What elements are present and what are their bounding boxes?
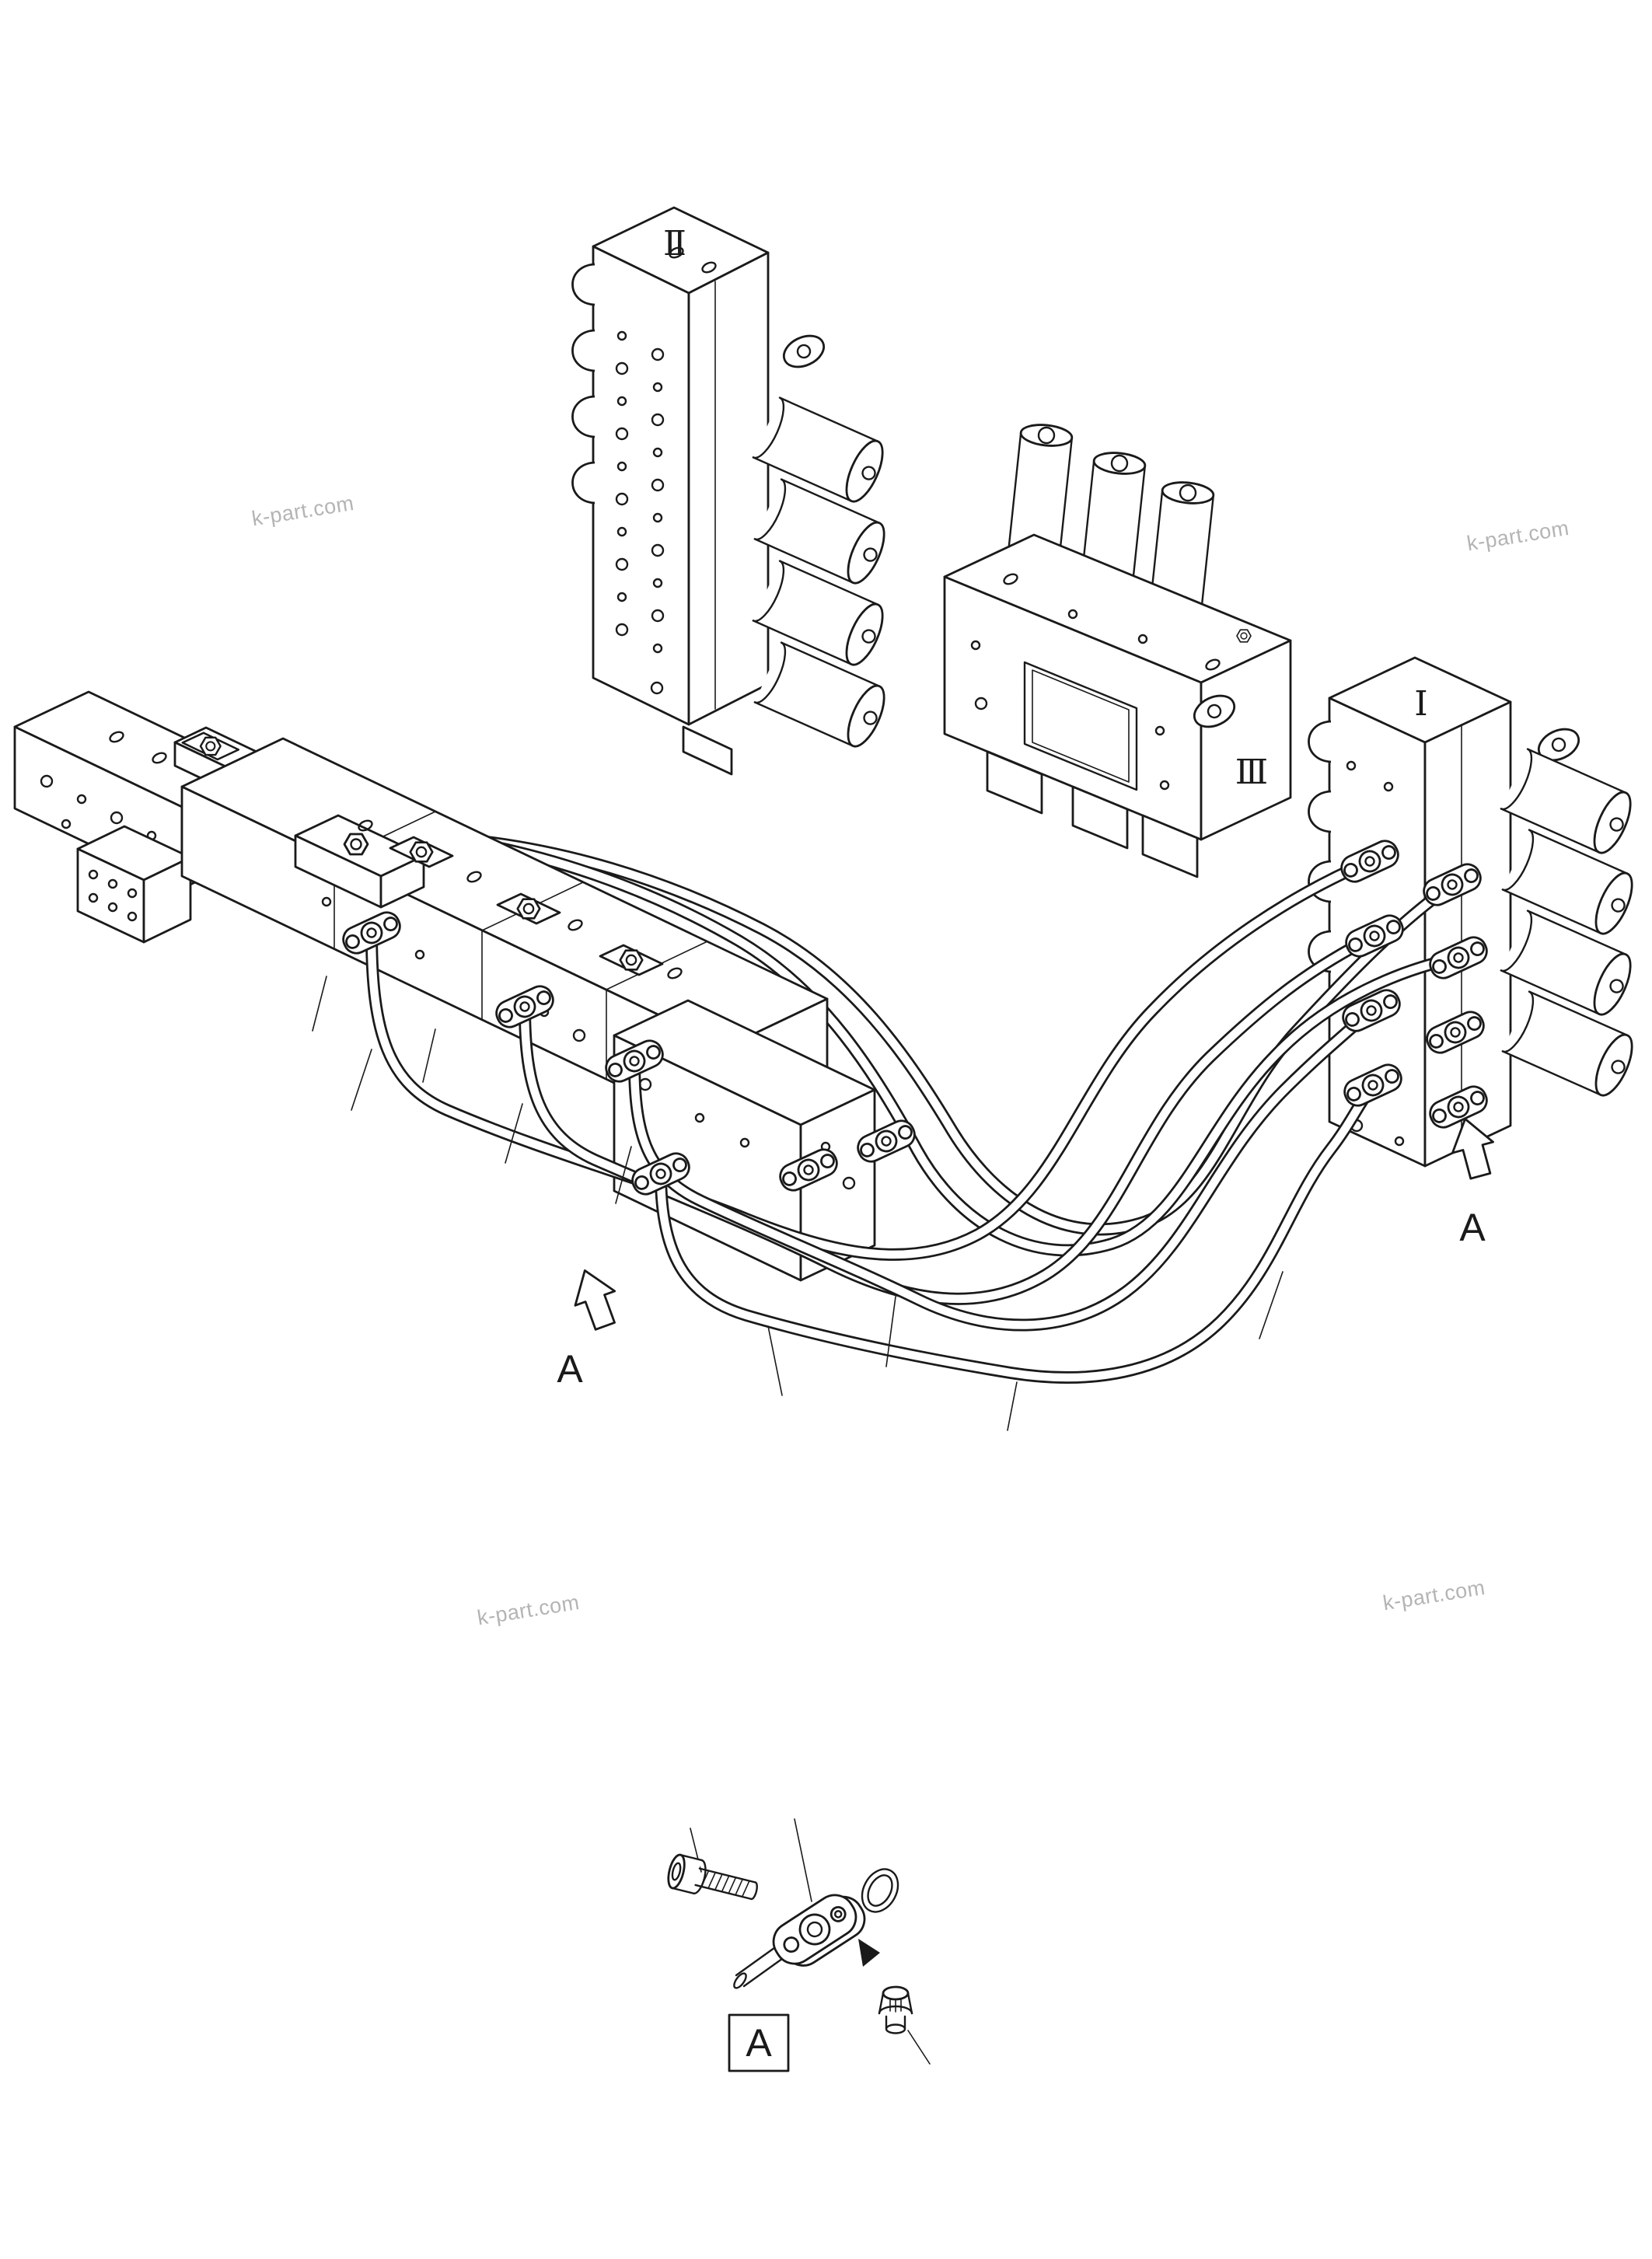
block-2-label: Ⅱ <box>663 224 686 264</box>
leader-line <box>794 1818 812 1902</box>
watermark: k-part.com <box>476 1590 582 1629</box>
nut <box>343 833 369 856</box>
lifting-eye <box>777 328 830 375</box>
view-arrow-left: A <box>557 1262 627 1391</box>
solenoid-cylinder <box>1500 910 1640 1021</box>
detail-plug <box>878 1985 913 2034</box>
detail-flange <box>772 1894 866 1967</box>
port-boss <box>571 263 596 306</box>
leader-line <box>907 2030 931 2065</box>
view-arrow-right: A <box>1444 1112 1502 1249</box>
solenoid-cylinder <box>752 560 892 671</box>
watermark: k-part.com <box>1465 516 1571 555</box>
port-boss <box>1308 720 1332 763</box>
solenoid-cylinder <box>752 396 892 508</box>
bolt <box>1236 629 1252 643</box>
watermark: k-part.com <box>1381 1576 1487 1615</box>
leader-lines <box>312 976 1284 1431</box>
view-arrow-left-label: A <box>557 1347 583 1391</box>
solenoid-cylinder <box>1500 748 1640 859</box>
view-arrow-icon <box>564 1262 627 1335</box>
block-1-label: I <box>1414 684 1427 724</box>
detail-bolt <box>667 1853 758 1901</box>
manifold-assembly <box>13 690 876 1282</box>
solenoid-cylinder <box>1501 990 1641 1102</box>
detail-view-box <box>728 2013 790 2072</box>
view-arrow-right-label: A <box>1459 1206 1486 1249</box>
watermark: k-part.com <box>250 491 356 530</box>
detail-arrow-icon <box>858 1939 880 1967</box>
detail-box-label: A <box>746 2021 772 2065</box>
solenoid-cylinder <box>753 641 893 752</box>
valve-block-2: Ⅱ <box>571 206 893 776</box>
detail-view: A <box>667 1818 931 2072</box>
block-3-label: Ⅲ <box>1235 752 1268 792</box>
valve-block-3: Ⅲ <box>943 424 1292 878</box>
